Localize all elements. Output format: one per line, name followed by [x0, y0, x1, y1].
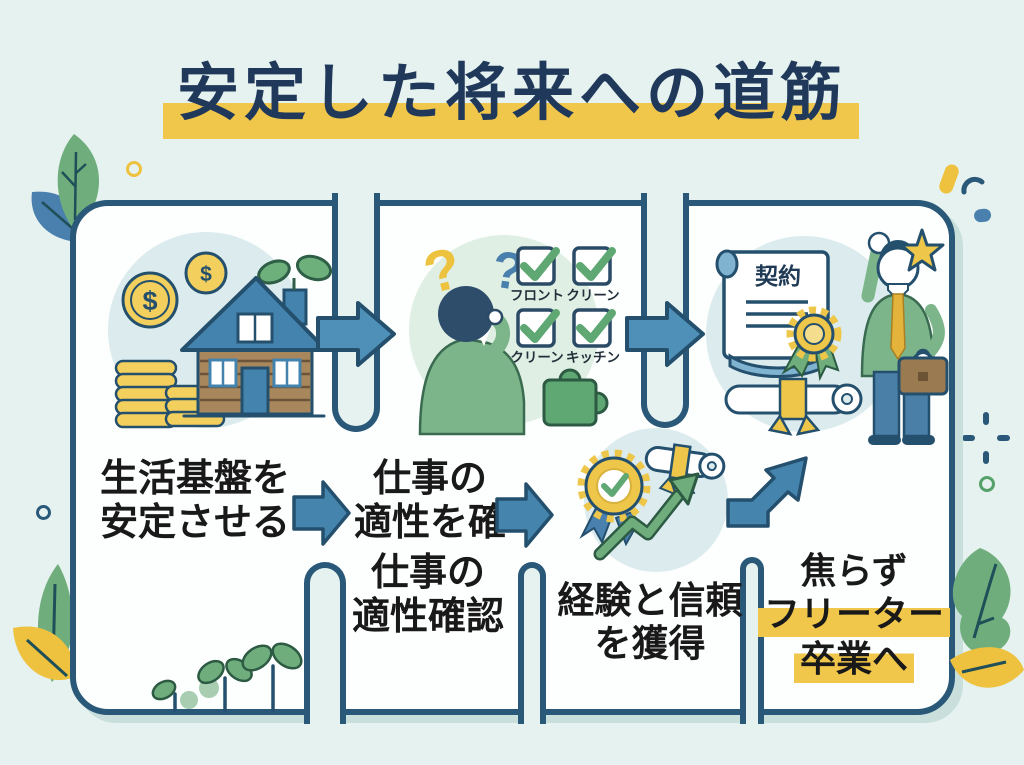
flow-step-label: 生活基盤を 安定させる: [99, 458, 290, 545]
top-right-marks-decoration: [939, 164, 992, 223]
checkbox-label: クリーン: [510, 350, 563, 365]
blue-dash-icon: [974, 208, 992, 223]
checkbox-label: クリーン: [566, 288, 619, 303]
svg-text:$: $: [142, 286, 157, 316]
panel-gap-slot: [740, 557, 764, 724]
rolled-scroll-icon: [724, 377, 863, 436]
navy-ring-icon: [36, 505, 51, 520]
briefcase-icon: [897, 351, 949, 396]
flow-step-label: 仕事の 適性を確: [353, 458, 506, 545]
checkbox-label: キッチン: [566, 350, 620, 365]
highlighted-text: 卒業へ: [793, 637, 914, 683]
yellow-dash-icon: [939, 164, 959, 194]
highlighted-text: フリーター: [758, 592, 950, 638]
check-icon: [576, 309, 616, 343]
checkbox-label: フロント: [510, 288, 564, 303]
star-icon: [899, 228, 945, 272]
svg-text:$: $: [200, 263, 212, 286]
contract-document: 契約: [715, 249, 842, 382]
growth-arrow-icon: [593, 472, 700, 561]
arrow-right-icon: [625, 301, 705, 367]
experience-trust-illustration: [577, 428, 728, 572]
dollar-coin-icon: $: [121, 271, 179, 329]
document-title: 契約: [754, 263, 801, 289]
panel-gap-slot: [518, 562, 546, 724]
checklist: フロント クリーン クリーン キッチン: [510, 246, 620, 365]
contract-illustration: 契約: [706, 228, 949, 445]
dollar-coin-icon: $: [184, 251, 228, 295]
life-foundation-illustration: $ $: [108, 232, 333, 429]
check-icon: [520, 309, 560, 343]
yellow-ring-icon: [126, 161, 142, 177]
necktie: [890, 293, 906, 361]
bottom-left-leaves-decoration: [13, 564, 77, 682]
waving-businessman: [860, 231, 949, 445]
job-aptitude-illustration: ? ? フロント クリーン クリーン キッチン: [409, 235, 620, 436]
flow-step-label: 焦らず フリーター 卒業へ: [758, 549, 950, 683]
arrow-up-right-icon: [726, 456, 808, 528]
green-ring-icon: [979, 476, 995, 492]
arrow-right-icon: [495, 482, 554, 548]
flow-step-label: 仕事の 適性確認: [351, 552, 504, 639]
gold-seal-icon: [786, 306, 842, 362]
plus-sparkle-icon: [962, 412, 1010, 464]
puzzle-piece-icon: [542, 368, 609, 427]
seedlings-decoration: [151, 642, 303, 712]
green-leaf-icon: [952, 548, 1011, 654]
sprout-icon: [151, 679, 177, 712]
log-cabin-icon: [180, 254, 333, 418]
flow-step-label: 経験と信頼 を獲得: [557, 580, 743, 664]
panel-gap-slot: [304, 562, 346, 724]
bottom-right-leaves-decoration: [950, 548, 1024, 688]
arrow-right-icon: [292, 480, 351, 546]
check-icon: [601, 473, 629, 497]
thinking-person: [418, 286, 526, 436]
check-icon: [576, 247, 616, 281]
navy-arc-icon: [961, 176, 985, 195]
page-title: 安定した将来への道筋: [176, 59, 847, 128]
title-highlight-bar: [163, 103, 859, 139]
sprout-icon: [241, 642, 303, 712]
check-icon: [520, 247, 560, 281]
arrow-right-icon: [316, 301, 396, 367]
